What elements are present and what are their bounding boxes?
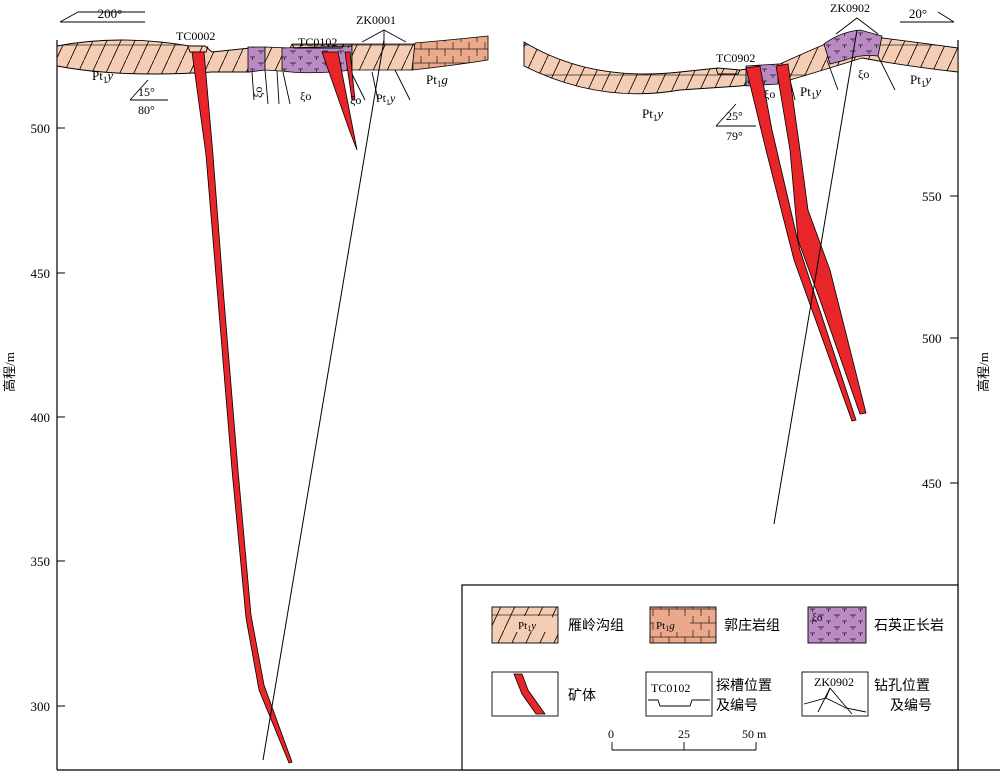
drill-hole-zk0001 (262, 39, 385, 761)
label-pt1y-right-3: Pt1y (910, 72, 931, 89)
right-azimuth-arrow: 20° (900, 6, 955, 23)
left-yanling-east (351, 43, 416, 71)
scale-bar: 0 25 50 m (608, 727, 767, 751)
label-xi-right-1: ξo (764, 87, 775, 101)
left-ore-body-main (191, 51, 293, 764)
left-ore-body-wedge (321, 51, 358, 151)
right-tick-550: 550 (922, 189, 942, 204)
right-tick-500: 500 (922, 331, 942, 346)
svg-text:Pt1g: Pt1g (656, 620, 675, 633)
legend-trench-label-2: 及编号 (716, 698, 758, 714)
label-pt1y-left: Pt1y (92, 68, 113, 85)
label-xi-right-2: ξo (858, 67, 869, 81)
label-tc0002: TC0002 (176, 29, 215, 43)
left-yanling-west (56, 39, 251, 75)
label-pt1y-right-1: Pt1y (642, 106, 663, 123)
left-azimuth-arrow: 200° (59, 6, 145, 23)
legend-item-ore: 矿体 (491, 671, 596, 717)
left-azimuth: 200° (98, 6, 123, 21)
label-pt1g: Pt1g (426, 72, 448, 89)
label-pt1y-mid: Pt1y (376, 91, 396, 107)
left-quartz-1 (247, 46, 266, 73)
left-ore-body-thin (344, 51, 356, 101)
label-tc0902: TC0902 (716, 51, 755, 65)
svg-text:ZK0902: ZK0902 (814, 675, 854, 689)
left-tick-450: 450 (31, 266, 51, 281)
legend-drill-label-2: 及编号 (890, 698, 932, 714)
legend-item-drill: ZK0902 钻孔位置 及编号 (801, 671, 932, 717)
left-tick-500: 500 (31, 121, 51, 136)
label-pt1y-right-2: Pt1y (800, 84, 821, 101)
legend-guozhuang-label: 郭庄岩组 (724, 617, 780, 634)
svg-text:80°: 80° (138, 103, 155, 117)
svg-text:ξo: ξo (812, 612, 823, 624)
trench-tc0102-marker (291, 43, 345, 49)
left-tick-300: 300 (31, 699, 51, 714)
svg-text:25°: 25° (726, 109, 743, 123)
legend-drill-label-1: 钻孔位置 (874, 678, 930, 694)
svg-text:50 m: 50 m (742, 727, 767, 741)
legend-item-trench: TC0102 探槽位置 及编号 (645, 671, 772, 717)
left-guozhuang (411, 35, 489, 71)
legend-item-yanling: Pt1y 雁岭沟组 (491, 606, 624, 644)
label-zk0001: ZK0001 (356, 13, 396, 27)
legend-yanling-label: 雁岭沟组 (568, 618, 624, 634)
right-axis-label: 高程/m (976, 352, 991, 392)
right-azimuth: 20° (909, 6, 927, 21)
left-axis-label: 高程/m (2, 352, 17, 392)
left-tick-400: 400 (31, 410, 51, 425)
label-xi-left-3: ξo (350, 93, 361, 107)
left-dip-symbol: 15° 80° (129, 79, 168, 117)
right-dip-symbol: 25° 79° (715, 103, 756, 143)
right-ore-body-2 (775, 63, 867, 415)
legend-trench-label-1: 探槽位置 (716, 678, 772, 694)
svg-text:TC0102: TC0102 (651, 681, 690, 695)
left-tick-350: 350 (31, 554, 51, 569)
legend-item-quartz: ξo 石英正长岩 (807, 606, 944, 644)
svg-text:25: 25 (678, 727, 690, 741)
svg-text:Pt1y: Pt1y (518, 620, 536, 633)
svg-text:15°: 15° (138, 85, 155, 99)
legend: Pt1y 雁岭沟组 Pt1g 郭庄岩组 ξo 石英正长岩 矿体 TC0102 (461, 584, 959, 771)
legend-quartz-label: 石英正长岩 (874, 617, 944, 634)
drill-hole-zk0902 (773, 29, 858, 525)
svg-text:0: 0 (608, 727, 614, 741)
label-xi-left-1: ξo (251, 87, 265, 98)
legend-ore-label: 矿体 (568, 688, 596, 704)
drill-zk0902-marker (835, 17, 879, 35)
label-xi-left-2: ξo (300, 89, 311, 103)
right-tick-450: 450 (922, 476, 942, 491)
label-zk0902: ZK0902 (830, 1, 870, 15)
trench-tc0902-marker (715, 67, 741, 75)
right-ore-body-1 (745, 65, 857, 422)
left-section: 500 450 400 350 300 高程/m 200° (2, 6, 1000, 771)
label-tc0102: TC0102 (298, 35, 337, 49)
legend-item-guozhuang: Pt1g 郭庄岩组 (649, 606, 780, 644)
svg-text:79°: 79° (726, 129, 743, 143)
